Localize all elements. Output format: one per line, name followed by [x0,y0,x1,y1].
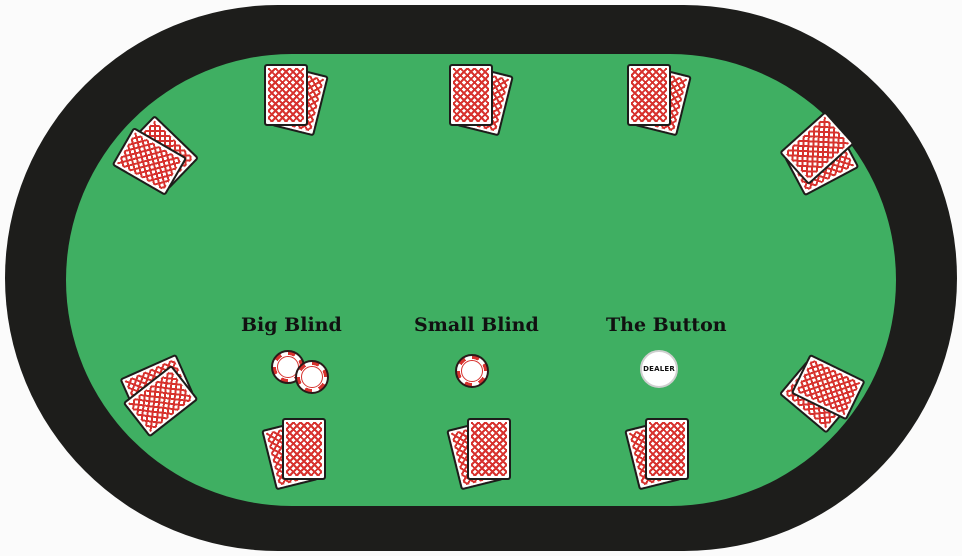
seat-bottom-right[interactable] [625,414,693,490]
seat-top-right[interactable] [623,60,691,136]
dealer-button-text: DEALER [643,365,675,373]
card-front [282,418,326,480]
dealer-button-icon[interactable]: DEALER [640,350,678,388]
seat-top-center[interactable] [445,60,513,136]
seat-top-left[interactable] [260,60,328,136]
card-front [467,418,511,480]
seat-bottom-left[interactable] [262,414,330,490]
small-blind-chip[interactable] [455,354,489,388]
card-front [449,64,493,126]
card-front [264,64,308,126]
big-blind-label: Big Blind [241,314,342,336]
the-button-label: The Button [606,314,727,336]
seat-bottom-center[interactable] [447,414,515,490]
card-front [645,418,689,480]
card-front [627,64,671,126]
big-blind-chip[interactable] [295,360,329,394]
small-blind-label: Small Blind [414,314,539,336]
